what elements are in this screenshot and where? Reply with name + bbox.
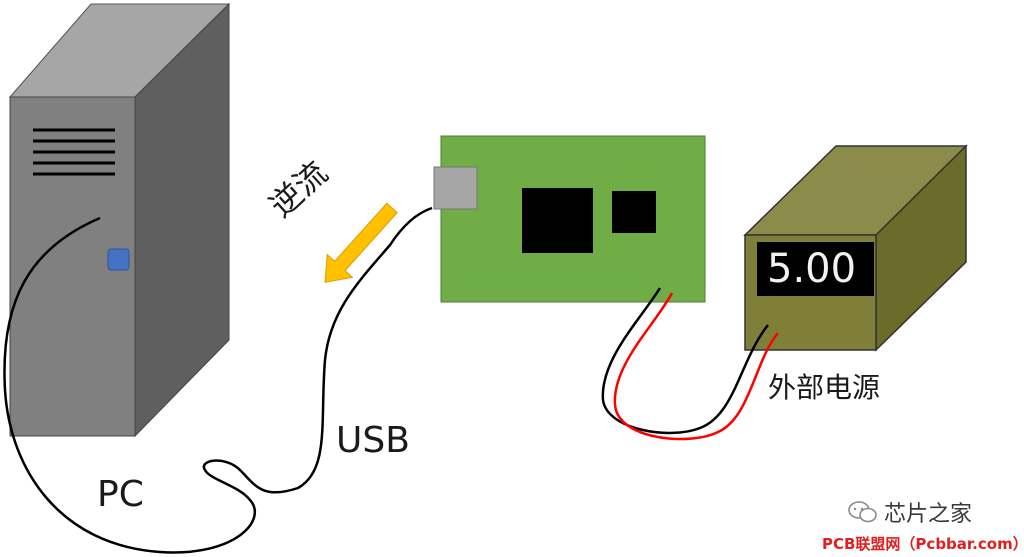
pc-label: PC (97, 474, 144, 515)
circuit-board (433, 135, 706, 303)
source-credit: PCB联盟网（Pcbbar.com） (822, 535, 1024, 553)
psu-display-screen (757, 242, 874, 296)
pc-vent (33, 128, 115, 176)
psu-display-value: 5.00 (767, 246, 857, 292)
usb-connector (433, 166, 478, 210)
chip-small (612, 191, 656, 233)
backflow-arrow (324, 202, 398, 283)
chat-bubbles-icon (848, 501, 877, 523)
watermark-name: 芯片之家 (884, 502, 973, 527)
usb-label: USB (336, 420, 410, 461)
wire-black (601, 287, 769, 435)
pc-tower (8, 2, 231, 438)
watermark: 芯片之家 (848, 496, 972, 528)
pc-power-led (107, 248, 130, 271)
wire-red (613, 292, 779, 441)
chip-large (522, 188, 593, 253)
power-supply (743, 144, 968, 352)
external-power-label: 外部电源 (768, 371, 881, 404)
pc-cable (3, 206, 433, 554)
